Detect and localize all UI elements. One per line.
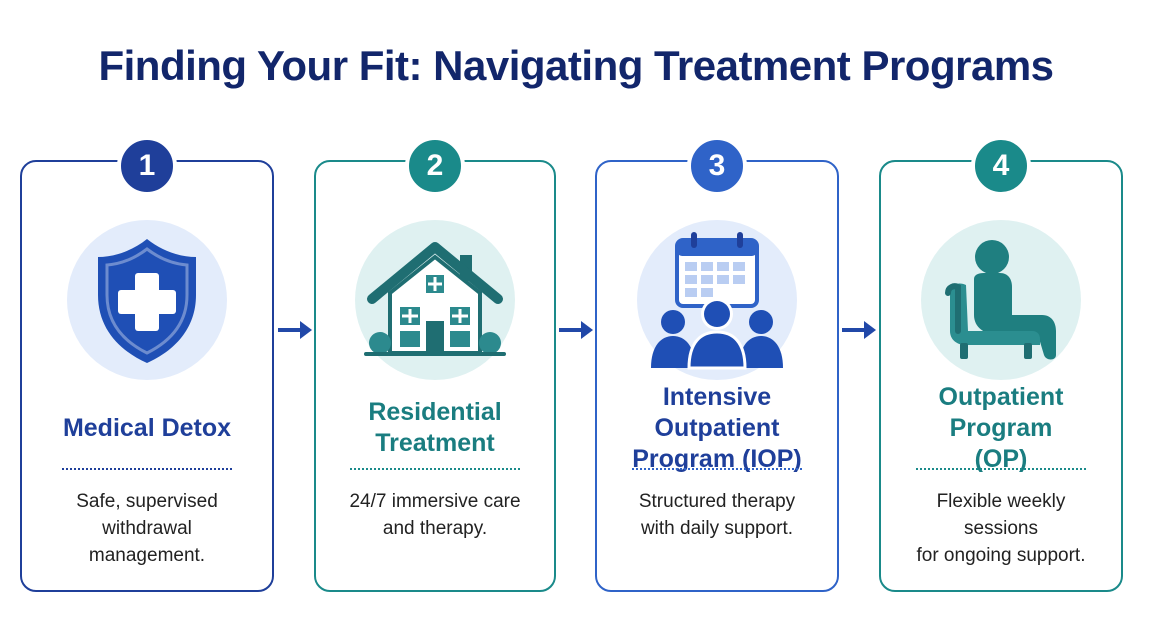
armchair-person-icon: [945, 240, 1056, 360]
dotted-divider: [632, 468, 802, 470]
step-title: Residential Treatment: [368, 398, 502, 457]
step-card-residential-treatment: 2 Residential Treatment 24/7 immersive c…: [314, 136, 556, 592]
arrow-right-icon: [559, 321, 593, 339]
step-card-medical-detox: 1 Medical Detox Safe, supervised withdra…: [20, 136, 274, 592]
step-title: Intensive Outpatient Program (IOP): [632, 382, 802, 473]
step-description: 24/7 immersive care and therapy.: [349, 491, 521, 539]
step-number-badge: 3: [687, 136, 747, 196]
house-icon: [364, 242, 506, 356]
step-title: Medical Detox: [62, 413, 232, 442]
dotted-divider: [350, 468, 520, 470]
page-title: Finding Your Fit: Navigating Treatment P…: [98, 42, 1054, 89]
step-number-badge: 4: [971, 136, 1031, 196]
dotted-divider: [916, 468, 1086, 470]
step-title: Outpatient Program (OP): [938, 382, 1064, 473]
dotted-divider: [62, 468, 232, 470]
step-description: Safe, supervised withdrawal management.: [76, 491, 218, 566]
arrow-right-icon: [842, 321, 876, 339]
step-description: Structured therapy with daily support.: [638, 491, 796, 539]
step-number-badge: 1: [117, 136, 177, 196]
icon-circle: [637, 220, 797, 380]
step-card-intensive-outpatient: 3 Intensive Outpatient Program (IOP) Str…: [595, 136, 839, 592]
arrow-right-icon: [278, 321, 312, 339]
shield-cross-icon: [98, 239, 196, 363]
icon-circle: [67, 220, 227, 380]
calendar-group-icon: [651, 232, 783, 370]
step-description: Flexible weekly sessions for ongoing sup…: [916, 491, 1086, 566]
step-number-badge: 2: [405, 136, 465, 196]
icon-circle: [355, 220, 515, 380]
icon-circle: [921, 220, 1081, 380]
step-card-outpatient-program: 4 Outpatient Program (OP) Flexible weekl…: [879, 136, 1123, 592]
